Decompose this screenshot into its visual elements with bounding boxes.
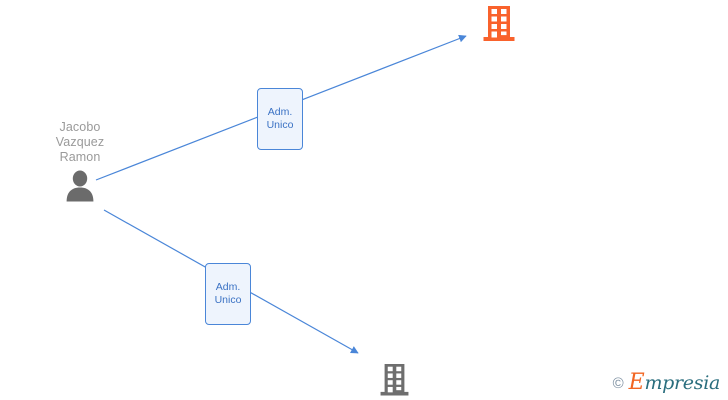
relation-label-bottom-text: Adm. Unico [214, 281, 242, 306]
brand-rest: mpresia [644, 372, 720, 394]
person-icon [66, 170, 94, 202]
relation-label-top[interactable]: Adm. Unico [257, 88, 303, 150]
node-company-bottom[interactable] [378, 364, 411, 400]
relation-label-top-text: Adm. Unico [266, 106, 294, 131]
node-company-top[interactable] [481, 6, 517, 51]
brand-initial: E [628, 370, 645, 395]
node-person-jacobo-vazquez-ramon[interactable]: Jacobo Vazquez Ramon [30, 120, 130, 202]
building-icon [380, 364, 409, 396]
relation-label-bottom[interactable]: Adm. Unico [205, 263, 251, 325]
copyright-icon: © [612, 374, 624, 392]
empresia-watermark: © Empresia [612, 370, 721, 395]
person-name-label: Jacobo Vazquez Ramon [55, 120, 105, 164]
brand-wordmark: Empresia [628, 370, 721, 395]
building-icon [483, 6, 515, 41]
